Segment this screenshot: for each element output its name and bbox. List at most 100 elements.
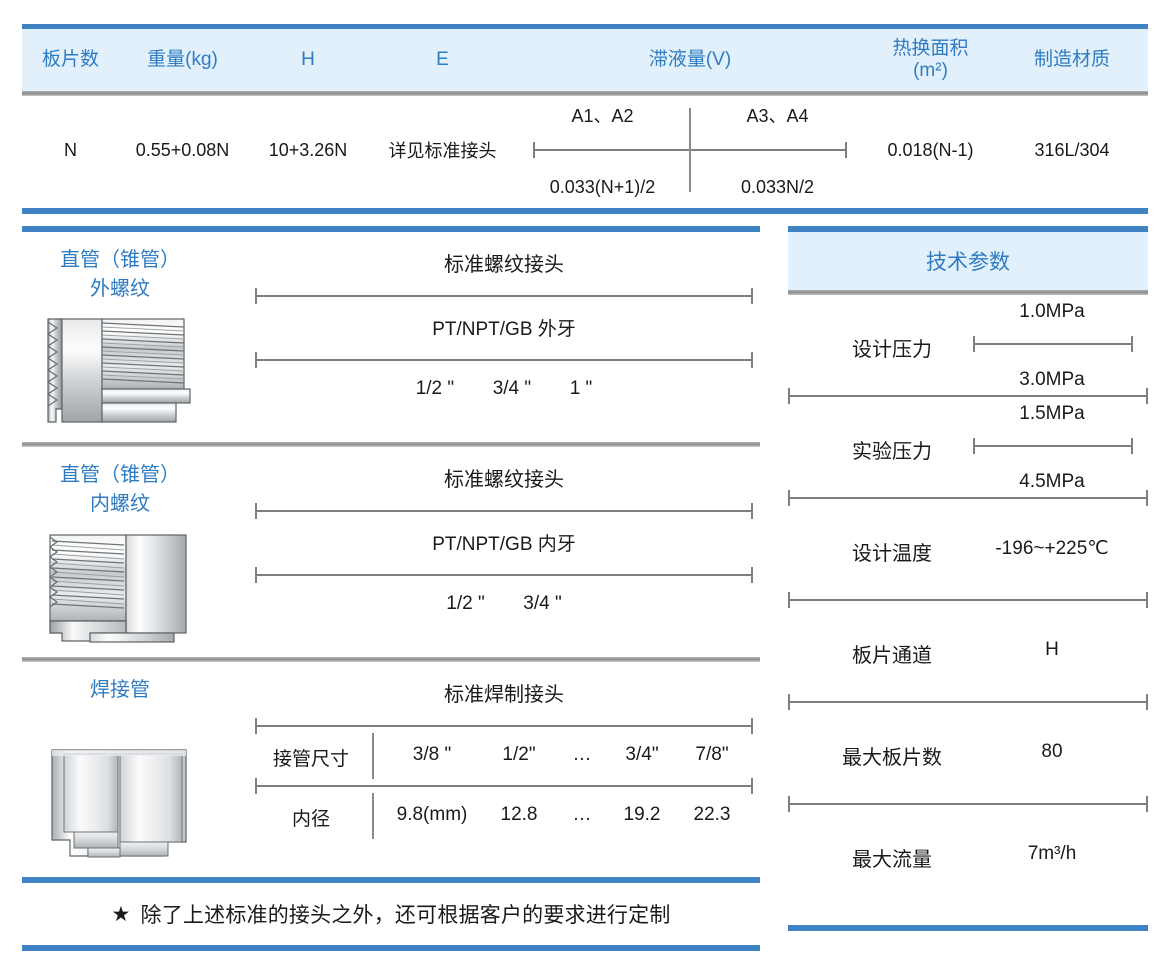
holdup-bottom-labels: 0.033(N+1)/2 0.033N/2 bbox=[515, 177, 865, 198]
column-header-h: H bbox=[301, 49, 315, 71]
section-title-external-thread: 直管（锥管） 外螺纹 bbox=[22, 246, 218, 304]
holdup-vertical-divider bbox=[689, 108, 691, 192]
param-value: H bbox=[1045, 639, 1059, 660]
cell-e: 详见标准接头 bbox=[388, 141, 497, 161]
external-thread-details: 标准螺纹接头 PT/NPT/GB 外牙 1/2 " 3/4 " 1 " bbox=[248, 232, 760, 442]
section-title-welded-pipe: 焊接管 bbox=[22, 676, 218, 705]
custom-fitting-note: ★ 除了上述标准的接头之外，还可根据客户的要求进行定制 bbox=[22, 883, 760, 945]
table-data-row: N 0.55+0.08N 10+3.26N 详见标准接头 A1、A2 A3、A4… bbox=[22, 96, 1148, 204]
param-separator-2 bbox=[788, 490, 1148, 506]
param-value: 80 bbox=[1041, 741, 1063, 762]
param-value-max: 3.0MPa bbox=[1019, 369, 1085, 390]
section-title-internal-thread: 直管（锥管） 内螺纹 bbox=[22, 461, 218, 519]
param-label: 实验压力 bbox=[852, 441, 932, 463]
welded-row-inner-diameter: 内径 9.8(mm) 12.8 … 19.2 22.3 bbox=[248, 787, 760, 845]
section-title-line2: 外螺纹 bbox=[90, 278, 150, 300]
welded-value: 22.3 bbox=[693, 804, 731, 825]
welded-pipe-heading: 标准焊制接头 bbox=[444, 684, 564, 706]
internal-thread-dim-line-2 bbox=[255, 567, 753, 583]
column-header-heat-area: 热换面积 (m²) bbox=[865, 38, 996, 82]
cell-material: 316L/304 bbox=[1034, 139, 1110, 160]
param-value: 7m³/h bbox=[1027, 843, 1077, 864]
specification-table: 板片数 重量(kg) H E 滞液量(V) 热换面积 (m²) 制造材质 N 0… bbox=[22, 24, 1148, 214]
right-panel-top-rule bbox=[788, 226, 1148, 232]
heat-area-label: 热换面积 bbox=[892, 38, 969, 60]
param-value-max: 4.5MPa bbox=[1019, 471, 1085, 492]
left-panel-bottom-rule bbox=[22, 945, 760, 951]
cell-holdup-volume: A1、A2 A3、A4 0.033(N+1)/2 0.033N/2 bbox=[515, 100, 865, 200]
holdup-formula-right: 0.033N/2 bbox=[740, 177, 815, 197]
param-label: 板片通道 bbox=[852, 645, 932, 667]
section-separator-1 bbox=[22, 442, 760, 447]
holdup-top-labels: A1、A2 A3、A4 bbox=[515, 102, 865, 128]
column-header-holdup-volume: 滞液量(V) bbox=[648, 49, 732, 71]
welded-value: 9.8(mm) bbox=[396, 804, 468, 825]
section-external-thread: 直管（锥管） 外螺纹 bbox=[22, 232, 760, 442]
welded-row-label: 内径 bbox=[291, 809, 330, 830]
size-option: 3/4 " bbox=[523, 593, 562, 614]
welded-dim-line-2 bbox=[255, 778, 753, 794]
size-option: 1/2 " bbox=[446, 593, 485, 614]
section-title-line1: 焊接管 bbox=[90, 679, 150, 701]
param-value-min: 1.5MPa bbox=[1019, 403, 1085, 424]
left-panel-top-rule bbox=[22, 226, 760, 232]
technical-parameters-panel: 技术参数 设计压力 1.0MPa 3.0MPa 实验压力 1.5MPa 4.5M… bbox=[788, 226, 1148, 931]
holdup-label-a1a2: A1、A2 bbox=[571, 106, 634, 126]
cell-h: 10+3.26N bbox=[268, 139, 348, 160]
param-range-line bbox=[973, 336, 1133, 352]
technical-parameters-header-rule bbox=[788, 290, 1148, 295]
internal-thread-dim-line-1 bbox=[255, 503, 753, 519]
param-range-line bbox=[973, 438, 1133, 454]
section-title-line2: 内螺纹 bbox=[90, 493, 150, 515]
heat-area-unit: (m²) bbox=[913, 60, 948, 81]
internal-thread-details: 标准螺纹接头 PT/NPT/GB 内牙 1/2 " 3/4 " bbox=[248, 447, 760, 657]
external-thread-sizes: 1/2 " 3/4 " 1 " bbox=[248, 361, 760, 400]
internal-thread-standard: PT/NPT/GB 内牙 bbox=[432, 534, 576, 555]
internal-thread-heading: 标准螺纹接头 bbox=[444, 469, 564, 491]
internal-thread-sizes: 1/2 " 3/4 " bbox=[248, 576, 760, 615]
size-option: 3/4 " bbox=[492, 378, 532, 399]
param-value-min: 1.0MPa bbox=[1019, 301, 1085, 322]
table-header-row: 板片数 重量(kg) H E 滞液量(V) 热换面积 (m²) 制造材质 bbox=[22, 29, 1148, 91]
welded-value: 7/8" bbox=[695, 744, 729, 765]
param-value: -196~+225℃ bbox=[995, 538, 1109, 559]
external-thread-dim-line-1 bbox=[255, 288, 753, 304]
external-thread-standard: PT/NPT/GB 外牙 bbox=[432, 319, 576, 340]
section-title-line1: 直管（锥管） bbox=[60, 249, 180, 271]
external-thread-fitting-icon bbox=[44, 314, 194, 437]
section-internal-thread: 直管（锥管） 内螺纹 bbox=[22, 447, 760, 657]
param-label: 最大流量 bbox=[852, 849, 932, 871]
column-header-plates: 板片数 bbox=[41, 49, 99, 71]
holdup-volume-diagram: A1、A2 A3、A4 0.033(N+1)/2 0.033N/2 bbox=[515, 100, 865, 200]
section-separator-2 bbox=[22, 657, 760, 662]
param-row-max-plates: 最大板片数 80 bbox=[788, 703, 1148, 803]
welded-row-pipe-size: 接管尺寸 3/8 " 1/2" … 3/4" 7/8" bbox=[248, 727, 760, 785]
right-panel-bottom-rule bbox=[788, 925, 1148, 931]
welded-row-values: 9.8(mm) 12.8 … 19.2 22.3 bbox=[384, 804, 746, 826]
welded-value: 1/2" bbox=[502, 744, 536, 765]
param-row-design-pressure: 设计压力 1.0MPa 3.0MPa bbox=[788, 295, 1148, 395]
param-separator-4 bbox=[788, 694, 1148, 710]
param-row-max-flow: 最大流量 7m³/h bbox=[788, 805, 1148, 905]
size-option: 1 " bbox=[569, 378, 593, 399]
param-label: 设计压力 bbox=[852, 339, 932, 361]
table-header-bottom-rule bbox=[22, 91, 1148, 96]
welded-value: 3/4" bbox=[625, 744, 659, 765]
welded-value-ellipsis: … bbox=[572, 804, 592, 825]
custom-fitting-note-text: 除了上述标准的接头之外，还可根据客户的要求进行定制 bbox=[140, 904, 671, 927]
welded-row-label: 接管尺寸 bbox=[272, 749, 349, 770]
welded-value-ellipsis: … bbox=[572, 744, 592, 765]
welded-value: 19.2 bbox=[623, 804, 661, 825]
note-top-rule bbox=[22, 877, 760, 883]
param-row-plate-channel: 板片通道 H bbox=[788, 601, 1148, 701]
column-header-weight: 重量(kg) bbox=[147, 49, 218, 71]
param-separator-3 bbox=[788, 592, 1148, 608]
cell-plates: N bbox=[64, 139, 77, 160]
internal-thread-fitting-icon bbox=[44, 529, 194, 652]
param-separator-1 bbox=[788, 388, 1148, 404]
param-separator-5 bbox=[788, 796, 1148, 812]
param-label: 设计温度 bbox=[852, 543, 932, 565]
welded-pipe-details: 标准焊制接头 接管尺寸 3/8 " 1/2" … 3/4" 7/8" 内径 9.… bbox=[248, 662, 760, 877]
table-top-rule bbox=[22, 24, 1148, 29]
section-welded-pipe: 焊接管 bbox=[22, 662, 760, 877]
